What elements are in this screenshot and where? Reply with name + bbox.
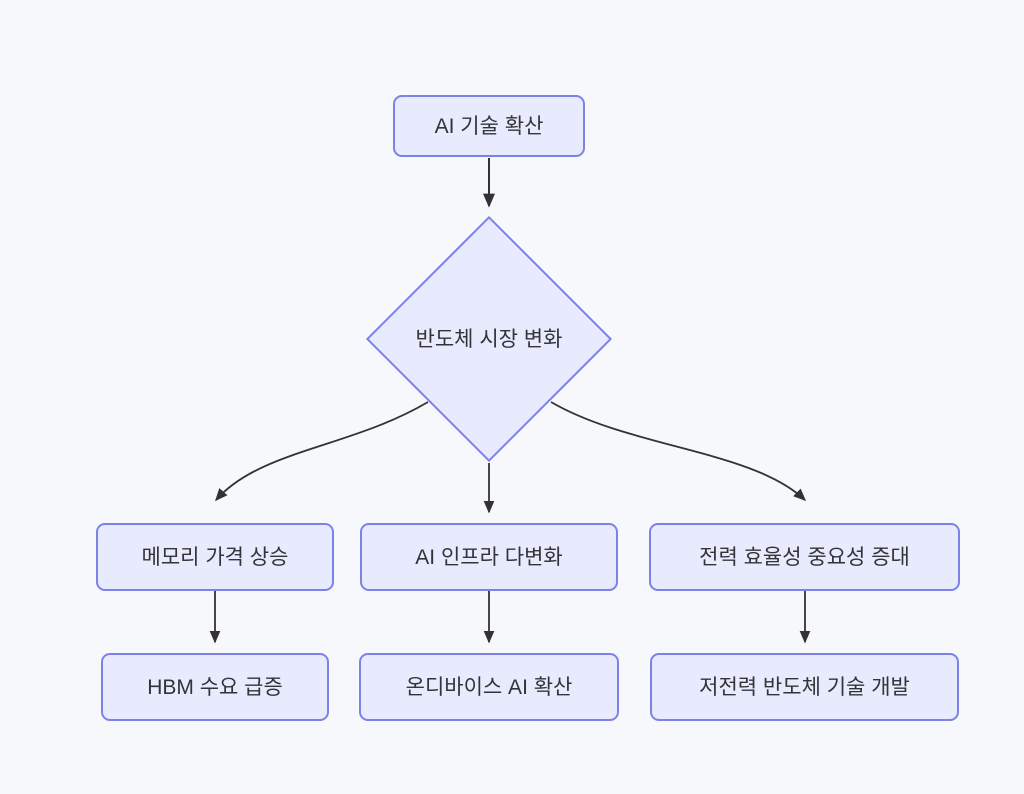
node-ai-infra[interactable]: AI 인프라 다변화 (360, 523, 618, 591)
node-lowpower-tech[interactable]: 저전력 반도체 기술 개발 (650, 653, 959, 721)
node-ondevice-ai[interactable]: 온디바이스 AI 확산 (359, 653, 619, 721)
node-market-change[interactable]: 반도체 시장 변화 (365, 215, 613, 463)
node-ai-spread[interactable]: AI 기술 확산 (393, 95, 585, 157)
node-power-eff-label: 전력 효율성 중요성 증대 (699, 545, 910, 569)
node-hbm-demand-label: HBM 수요 급증 (147, 675, 283, 699)
node-market-change-label: 반도체 시장 변화 (415, 327, 563, 351)
node-lowpower-tech-label: 저전력 반도체 기술 개발 (699, 675, 910, 699)
node-memory-price-label: 메모리 가격 상승 (141, 545, 289, 569)
node-ai-infra-label: AI 인프라 다변화 (415, 545, 563, 569)
node-ai-spread-label: AI 기술 확산 (434, 114, 544, 138)
node-memory-price[interactable]: 메모리 가격 상승 (96, 523, 334, 591)
node-power-eff[interactable]: 전력 효율성 중요성 증대 (649, 523, 960, 591)
node-ondevice-ai-label: 온디바이스 AI 확산 (405, 675, 573, 699)
node-hbm-demand[interactable]: HBM 수요 급증 (101, 653, 329, 721)
